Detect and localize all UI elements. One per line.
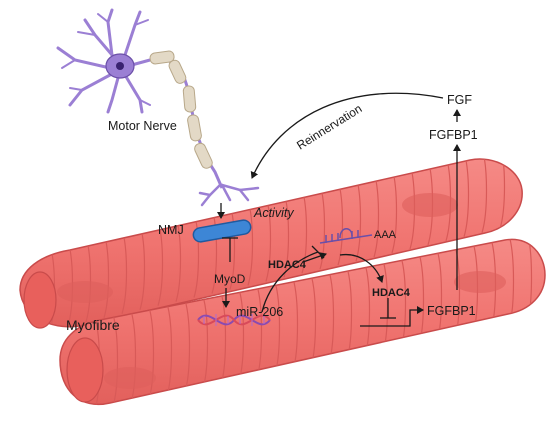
striation-line [148, 307, 155, 400]
neuron-soma [105, 53, 135, 79]
arrows [217, 92, 461, 327]
fgfbp1-gene-label: FGFBP1 [427, 304, 476, 318]
motor-nerve-label: Motor Nerve [108, 119, 177, 133]
nmj-label: NMJ [158, 223, 184, 237]
hdac4-mrna-label: HDAC4 [268, 259, 307, 271]
striation-line [112, 314, 119, 405]
myod-label: MyoD [214, 272, 246, 286]
mrna-icon [319, 228, 373, 244]
hdac4-protein-label: HDAC4 [372, 287, 411, 299]
fgf-label: FGF [447, 93, 472, 107]
polya-tail-label: AAA [374, 229, 397, 241]
striation-line [130, 310, 137, 403]
striation-line [166, 303, 173, 396]
activity-label: Activity [253, 206, 294, 220]
reinnervation-label: Reinnervation [294, 101, 364, 152]
fgfbp1-protein-label: FGFBP1 [429, 128, 478, 142]
mir206-label: miR-206 [236, 305, 283, 319]
striation-line [463, 159, 470, 238]
striation-line [184, 299, 191, 393]
myofibre-label: Myofibre [66, 317, 120, 333]
striation-line [499, 159, 506, 229]
motor-neuron-icon [56, 8, 152, 114]
axon-terminal [198, 183, 260, 207]
striation-line [202, 296, 209, 389]
striation-line [481, 159, 488, 233]
dna-icon [197, 314, 271, 326]
myelin-sheath [149, 50, 224, 189]
myofibre-front [59, 238, 546, 406]
